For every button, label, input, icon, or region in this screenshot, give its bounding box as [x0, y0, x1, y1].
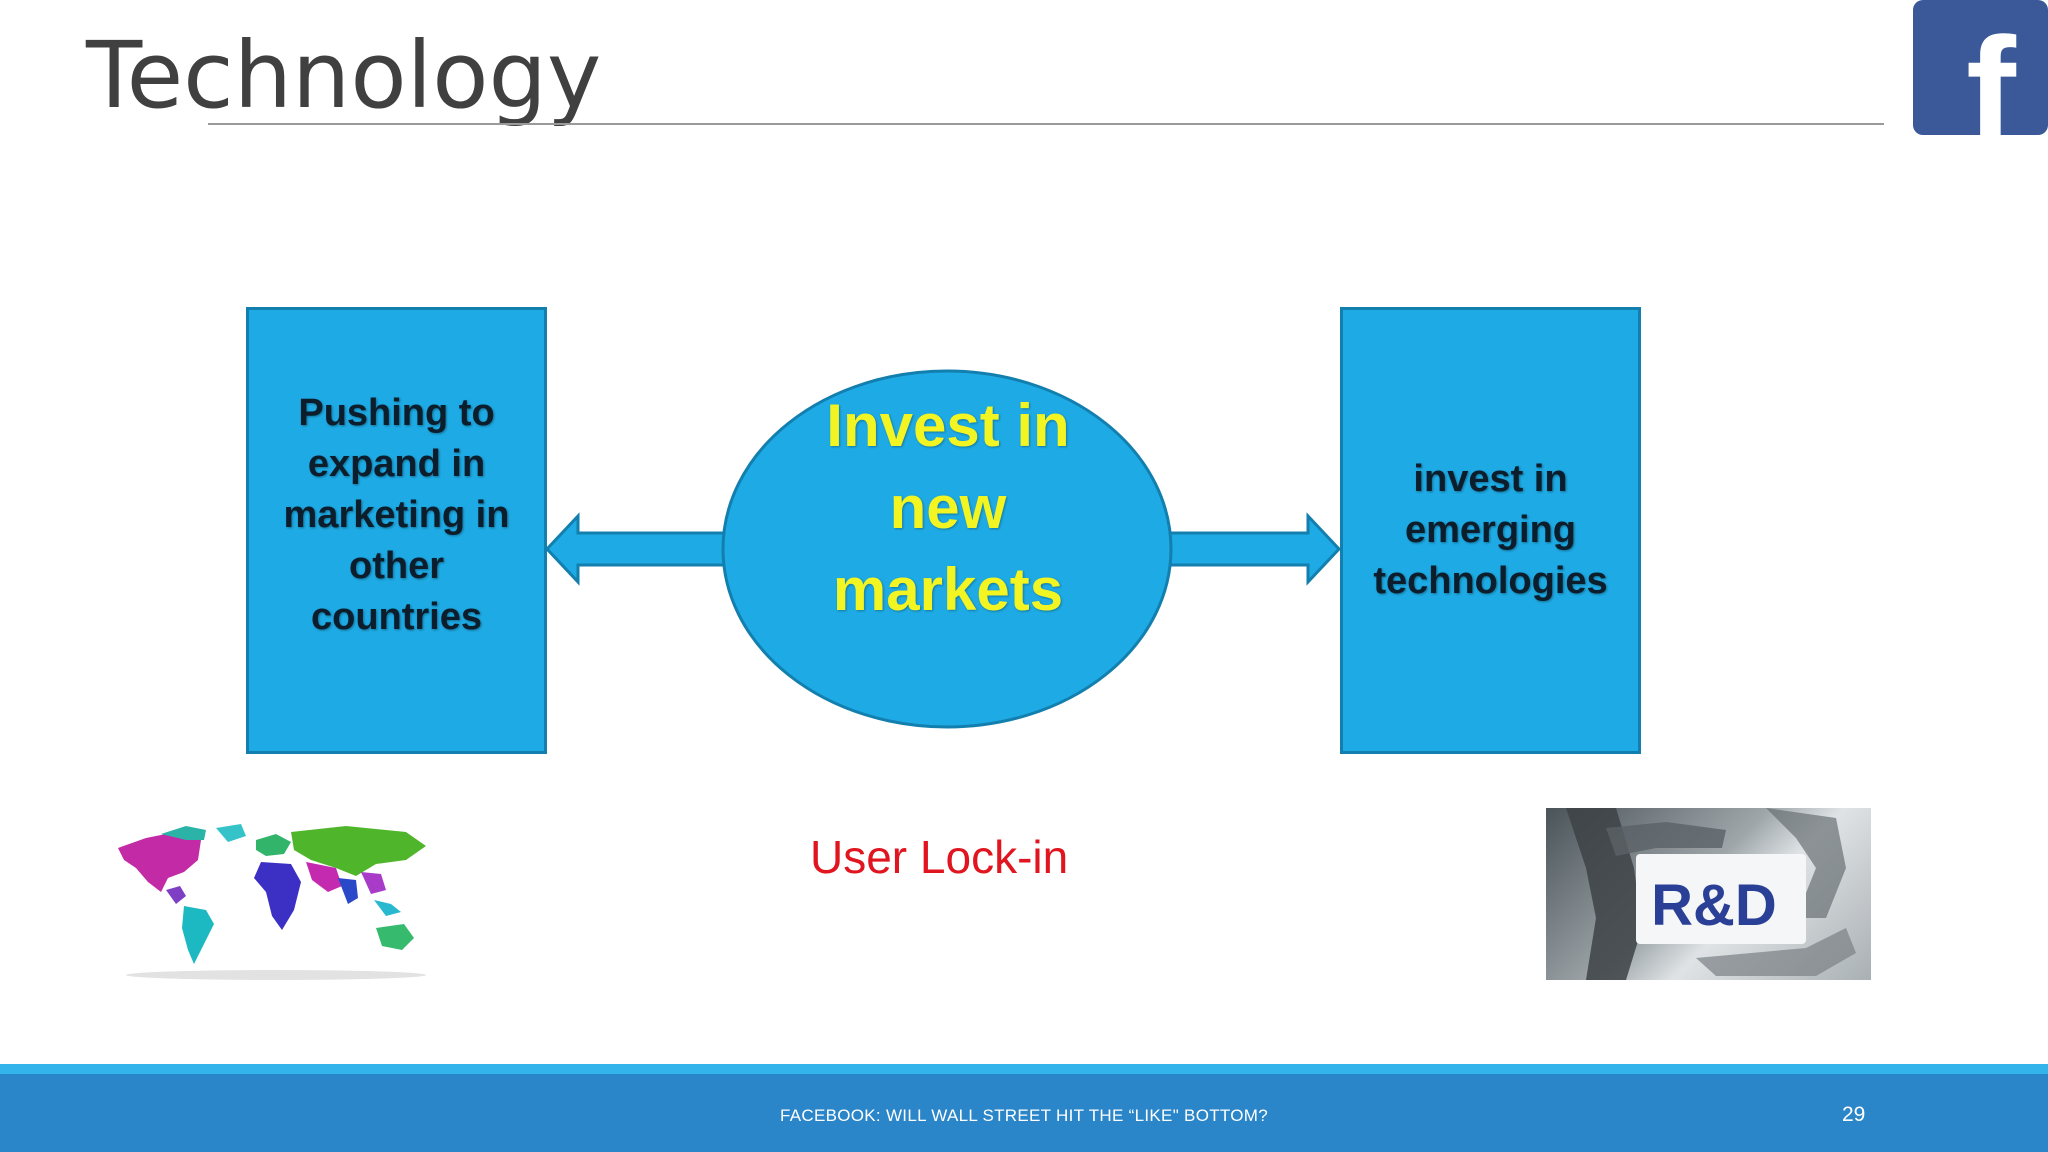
rd-hands-frame-icon: R&D [1566, 808, 1856, 980]
right-box: invest in emerging technologies [1340, 307, 1641, 754]
left-box-line-4: other [349, 545, 444, 587]
footer-text: FACEBOOK: WILL WALL STREET HIT THE “LIKE… [779, 1106, 1269, 1125]
footer-bar [0, 1074, 2048, 1152]
right-box-line-1: invest in [1413, 458, 1568, 500]
hub-line-3: markets [832, 556, 1064, 623]
right-arrow [1168, 512, 1342, 586]
hub-label: Invest in new markets [724, 385, 1172, 631]
right-box-line-2: emerging [1404, 509, 1577, 551]
rd-label: R&D [1651, 873, 1777, 938]
world-map-icon [118, 824, 426, 980]
left-box-line-2: expand in [307, 443, 486, 485]
page-number: 29 [1842, 1103, 1866, 1126]
hub-line-2: new [889, 474, 1007, 541]
user-lock-in-caption: User Lock-in [810, 831, 1069, 883]
slide-title: Technology [86, 22, 602, 129]
rd-hands-frame-image: R&D [1546, 808, 1871, 980]
footer-accent-bar [0, 1064, 2048, 1074]
left-box: Pushing to expand in marketing in other … [246, 307, 547, 754]
left-box-line-3: marketing in [283, 494, 510, 536]
hub-line-1: Invest in [826, 392, 1070, 459]
right-box-line-3: technologies [1373, 560, 1608, 602]
left-box-line-5: countries [310, 596, 483, 638]
left-box-line-1: Pushing to [298, 392, 495, 434]
facebook-logo-icon: f [1913, 0, 2048, 135]
left-arrow [544, 512, 726, 586]
facebook-logo-letter: f [1966, 6, 2017, 135]
title-divider [208, 123, 1884, 125]
